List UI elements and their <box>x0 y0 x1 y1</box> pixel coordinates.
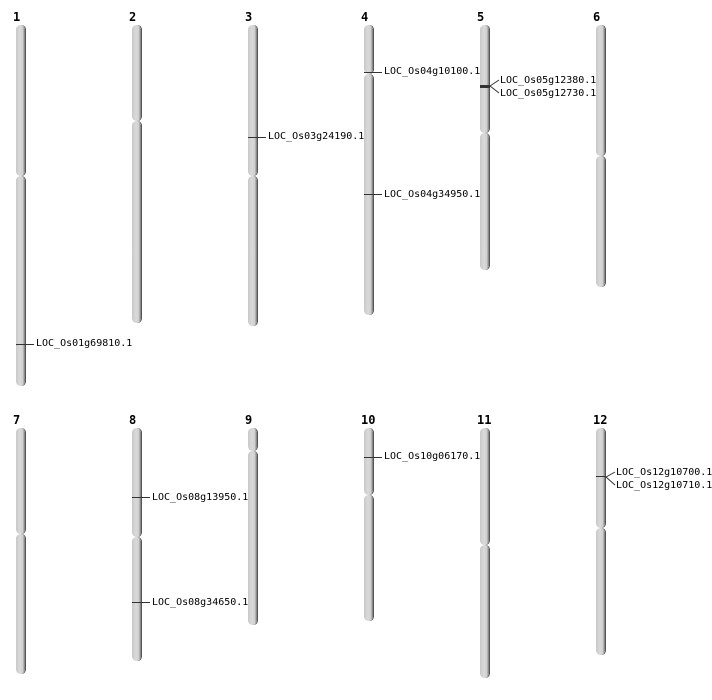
chromosome-short-arm[interactable] <box>132 428 141 537</box>
chromosome-label: 10 <box>361 413 376 427</box>
gene-marker <box>132 602 150 603</box>
chromosome-label: 8 <box>129 413 137 427</box>
chromosome-long-arm[interactable] <box>596 528 605 655</box>
chromosome-label: 12 <box>593 413 608 427</box>
gene-marker <box>596 476 606 477</box>
chromosome-long-arm[interactable] <box>16 534 25 674</box>
gene-label[interactable]: LOC_Os05g12730.1 <box>500 88 597 99</box>
chromosome-short-arm[interactable] <box>596 25 605 156</box>
gene-label[interactable]: LOC_Os03g24190.1 <box>268 131 365 142</box>
chromosome-short-arm[interactable] <box>16 428 25 534</box>
chromosome-short-arm[interactable] <box>596 428 605 528</box>
gene-marker <box>364 72 382 73</box>
chromosome-label: 7 <box>13 413 21 427</box>
gene-label[interactable]: LOC_Os05g12380.1 <box>500 75 597 86</box>
gene-label[interactable]: LOC_Os12g10710.1 <box>616 480 712 491</box>
gene-marker <box>248 137 266 138</box>
chromosome-short-arm[interactable] <box>364 428 373 495</box>
gene-marker <box>132 497 150 498</box>
gene-marker <box>364 457 382 458</box>
gene-label[interactable]: LOC_Os04g34950.1 <box>384 189 481 200</box>
chromosome-long-arm[interactable] <box>132 121 141 323</box>
chromosome-short-arm[interactable] <box>364 25 373 74</box>
chromosome-long-arm[interactable] <box>248 176 257 326</box>
chromosome-label: 4 <box>361 10 369 24</box>
gene-label[interactable]: LOC_Os04g10100.1 <box>384 66 481 77</box>
chromosome-label: 2 <box>129 10 137 24</box>
chromosome-long-arm[interactable] <box>364 495 373 621</box>
chromosome-short-arm[interactable] <box>480 25 489 133</box>
gene-connector-lines <box>605 471 616 486</box>
chromosome-short-arm[interactable] <box>248 428 257 451</box>
chromosome-label: 3 <box>245 10 253 24</box>
gene-label[interactable]: LOC_Os08g13950.1 <box>152 492 249 503</box>
chromosome-long-arm[interactable] <box>480 545 489 678</box>
gene-label[interactable]: LOC_Os01g69810.1 <box>36 338 133 349</box>
chromosome-long-arm[interactable] <box>596 156 605 287</box>
gene-marker <box>364 194 382 195</box>
chromosome-long-arm[interactable] <box>480 133 489 270</box>
chromosome-label: 9 <box>245 413 253 427</box>
chromosome-short-arm[interactable] <box>248 25 257 176</box>
chromosome-short-arm[interactable] <box>16 25 25 176</box>
chromosome-long-arm[interactable] <box>132 537 141 661</box>
chromosome-long-arm[interactable] <box>16 176 25 386</box>
chromosome-long-arm[interactable] <box>248 451 257 625</box>
chromosome-label: 11 <box>477 413 492 427</box>
gene-marker <box>480 85 490 88</box>
chromosome-label: 6 <box>593 10 601 24</box>
gene-label[interactable]: LOC_Os10g06170.1 <box>384 451 481 462</box>
gene-label[interactable]: LOC_Os08g34650.1 <box>152 597 249 608</box>
chromosome-label: 5 <box>477 10 485 24</box>
gene-label[interactable]: LOC_Os12g10700.1 <box>616 467 712 478</box>
gene-connector-lines <box>489 79 500 94</box>
gene-marker <box>16 344 34 345</box>
chromosome-short-arm[interactable] <box>480 428 489 545</box>
chromosome-short-arm[interactable] <box>132 25 141 121</box>
chromosome-label: 1 <box>13 10 21 24</box>
